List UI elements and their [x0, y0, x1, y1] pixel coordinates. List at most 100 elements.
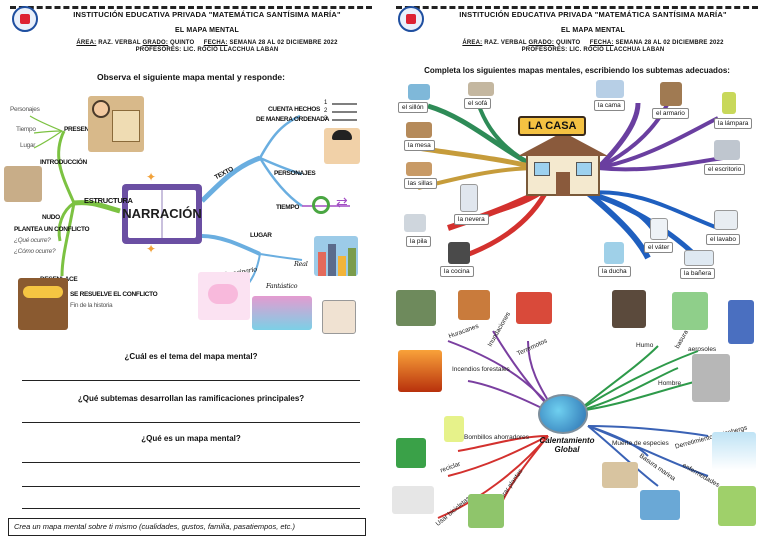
- item-nevera: la nevera: [454, 214, 489, 225]
- date-value: SEMANA 28 AL 02 DICIEMBRE 2022: [229, 40, 338, 46]
- fridge-icon: [460, 184, 478, 212]
- washbasin-icon: [714, 210, 738, 230]
- answer-line-4[interactable]: [22, 486, 360, 487]
- planting-image: [468, 494, 504, 528]
- worksheet-meta: ÁREA: RAZ. VERBAL GRADO: QUINTO FECHA: S…: [42, 40, 372, 46]
- item-lavabo: el lavabo: [706, 234, 741, 245]
- label-nudo: NUDO: [42, 214, 60, 221]
- grade-label: GRADO:: [528, 40, 555, 46]
- label-cuenta-hechos: CUENTA HECHOS: [268, 106, 321, 113]
- trash-bin-image: [672, 292, 708, 330]
- clima-bombillos: Bombillos ahorradores: [464, 434, 530, 441]
- narracion-mind-map: NARRACIÓN ✦ ✦ Personajes Tiempo Lugar PR…: [2, 86, 380, 344]
- teacher-line: PROFESORES: LIC. ROCIO LLACCHUA LABAN: [521, 47, 665, 53]
- desk-icon: [714, 140, 740, 160]
- sparkle-icon: ✦: [146, 170, 157, 184]
- school-seal-icon: [398, 6, 424, 32]
- clima-hombre: Hombre: [658, 380, 682, 387]
- flood-image: [458, 290, 490, 320]
- item-cama: la cama: [594, 100, 625, 111]
- area-value: RAZ. VERBAL: [98, 40, 141, 46]
- pirate-character-illustration: [324, 128, 360, 164]
- list-num-2: 2: [324, 108, 328, 114]
- clima-humo: Humo: [636, 342, 654, 349]
- school-seal-icon: [12, 6, 38, 32]
- pirate-scroll-illustration: [88, 96, 144, 152]
- date-label: FECHA:: [589, 40, 614, 46]
- wardrobe-icon: [660, 82, 682, 106]
- label-fantastico: Fantástico: [266, 282, 298, 290]
- answer-line-3[interactable]: [22, 462, 360, 463]
- item-sillas: las sillas: [404, 178, 437, 189]
- label-que-ocurre: ¿Qué ocurre?: [14, 237, 51, 244]
- earth-illustration: [538, 394, 588, 434]
- label-presenta: PRESENTA: [64, 126, 97, 133]
- grade-label: GRADO:: [142, 40, 169, 46]
- forest-fire-image: [398, 350, 442, 392]
- teacher-avatar: [322, 300, 356, 334]
- label-introduccion: INTRODUCCIÓN: [40, 159, 87, 166]
- answer-line-2[interactable]: [22, 422, 360, 423]
- narracion-book-icon: NARRACIÓN: [122, 184, 202, 244]
- bed-icon: [596, 80, 624, 98]
- casa-mind-map: LA CASA el sillón el sofá la mesa las si…: [388, 78, 766, 284]
- grade-value: QUINTO: [169, 40, 195, 46]
- label-personajes-small: Personajes: [10, 106, 40, 113]
- item-sofa: el sofá: [464, 98, 492, 109]
- center-label: NARRACIÓN: [122, 206, 202, 221]
- label-personajes: PERSONAJES: [274, 170, 316, 177]
- arrows-icon: ⇄: [336, 194, 348, 210]
- teacher-line: PROFESORES: LIC. ROCIO LLACCHUA LABAN: [135, 47, 279, 53]
- clima-incendios: Incendios forestales: [452, 366, 510, 373]
- sparkle-icon: ✦: [146, 242, 157, 256]
- area-value: RAZ. VERBAL: [484, 40, 527, 46]
- house-illustration: [518, 128, 608, 198]
- bicycle-image: [392, 486, 434, 514]
- item-armario: el armario: [652, 108, 689, 119]
- school-name: INSTITUCIÓN EDUCATIVA PRIVADA "MATEMÁTIC…: [73, 10, 341, 19]
- label-lugar: LUGAR: [250, 232, 272, 239]
- smoke-image: [612, 290, 646, 328]
- answer-line-1[interactable]: [22, 380, 360, 381]
- question-1: ¿Cuál es el tema del mapa mental?: [124, 352, 258, 361]
- treasure-map-illustration: [4, 166, 42, 202]
- lamp-icon: [722, 92, 736, 114]
- item-ducha: la ducha: [598, 266, 631, 277]
- aerosol-image: [728, 300, 754, 344]
- businessman-image: [692, 354, 730, 402]
- item-sillon: el sillón: [398, 102, 428, 113]
- clima-muerte-especies: Muerte de especies: [612, 440, 669, 447]
- label-tiempo: TIEMPO: [276, 204, 300, 211]
- label-resuelve: SE RESUELVE EL CONFLICTO: [70, 291, 158, 298]
- marine-trash-image: [640, 490, 680, 520]
- worksheet-right-page: INSTITUCIÓN EDUCATIVA PRIVADA "MATEMÁTIC…: [388, 0, 766, 543]
- clock-icon: [312, 196, 330, 214]
- label-real: Real: [294, 260, 308, 268]
- calentamiento-mind-map: Calentamiento Global Huracanes Inundacio…: [388, 286, 766, 540]
- worksheet-title: EL MAPA MENTAL: [561, 27, 625, 34]
- item-cocina: la cocina: [440, 266, 474, 277]
- hurricane-image: [396, 290, 436, 326]
- chairs-icon: [406, 162, 432, 176]
- lightbulb-icon: [444, 416, 464, 442]
- clima-center-line2: Global: [554, 445, 580, 454]
- answer-line-5[interactable]: [22, 508, 360, 509]
- shower-icon: [604, 242, 624, 264]
- sofa-icon: [468, 82, 494, 96]
- worksheet-left-page: INSTITUCIÓN EDUCATIVA PRIVADA "MATEMÁTIC…: [2, 0, 380, 543]
- instruction-text: Observa el siguiente mapa mental y respo…: [96, 72, 285, 82]
- sick-person-image: [718, 486, 756, 526]
- date-label: FECHA:: [203, 40, 228, 46]
- list-num-1: 1: [324, 100, 328, 106]
- label-lugar-small: Lugar: [20, 142, 36, 149]
- city-illustration: [314, 236, 358, 276]
- clima-center-label: Calentamiento Global: [522, 436, 612, 454]
- grade-value: QUINTO: [555, 40, 581, 46]
- label-manera-ordenada: DE MANERA ORDENADA: [256, 116, 330, 123]
- fantasy-landscape-illustration: [252, 296, 312, 330]
- item-banera: la bañera: [680, 268, 716, 279]
- item-lampara: la lámpara: [714, 118, 753, 129]
- recycle-icon: [396, 438, 426, 468]
- label-estructura: ESTRUCTURA: [84, 196, 133, 205]
- treasure-chest-illustration: [18, 278, 68, 330]
